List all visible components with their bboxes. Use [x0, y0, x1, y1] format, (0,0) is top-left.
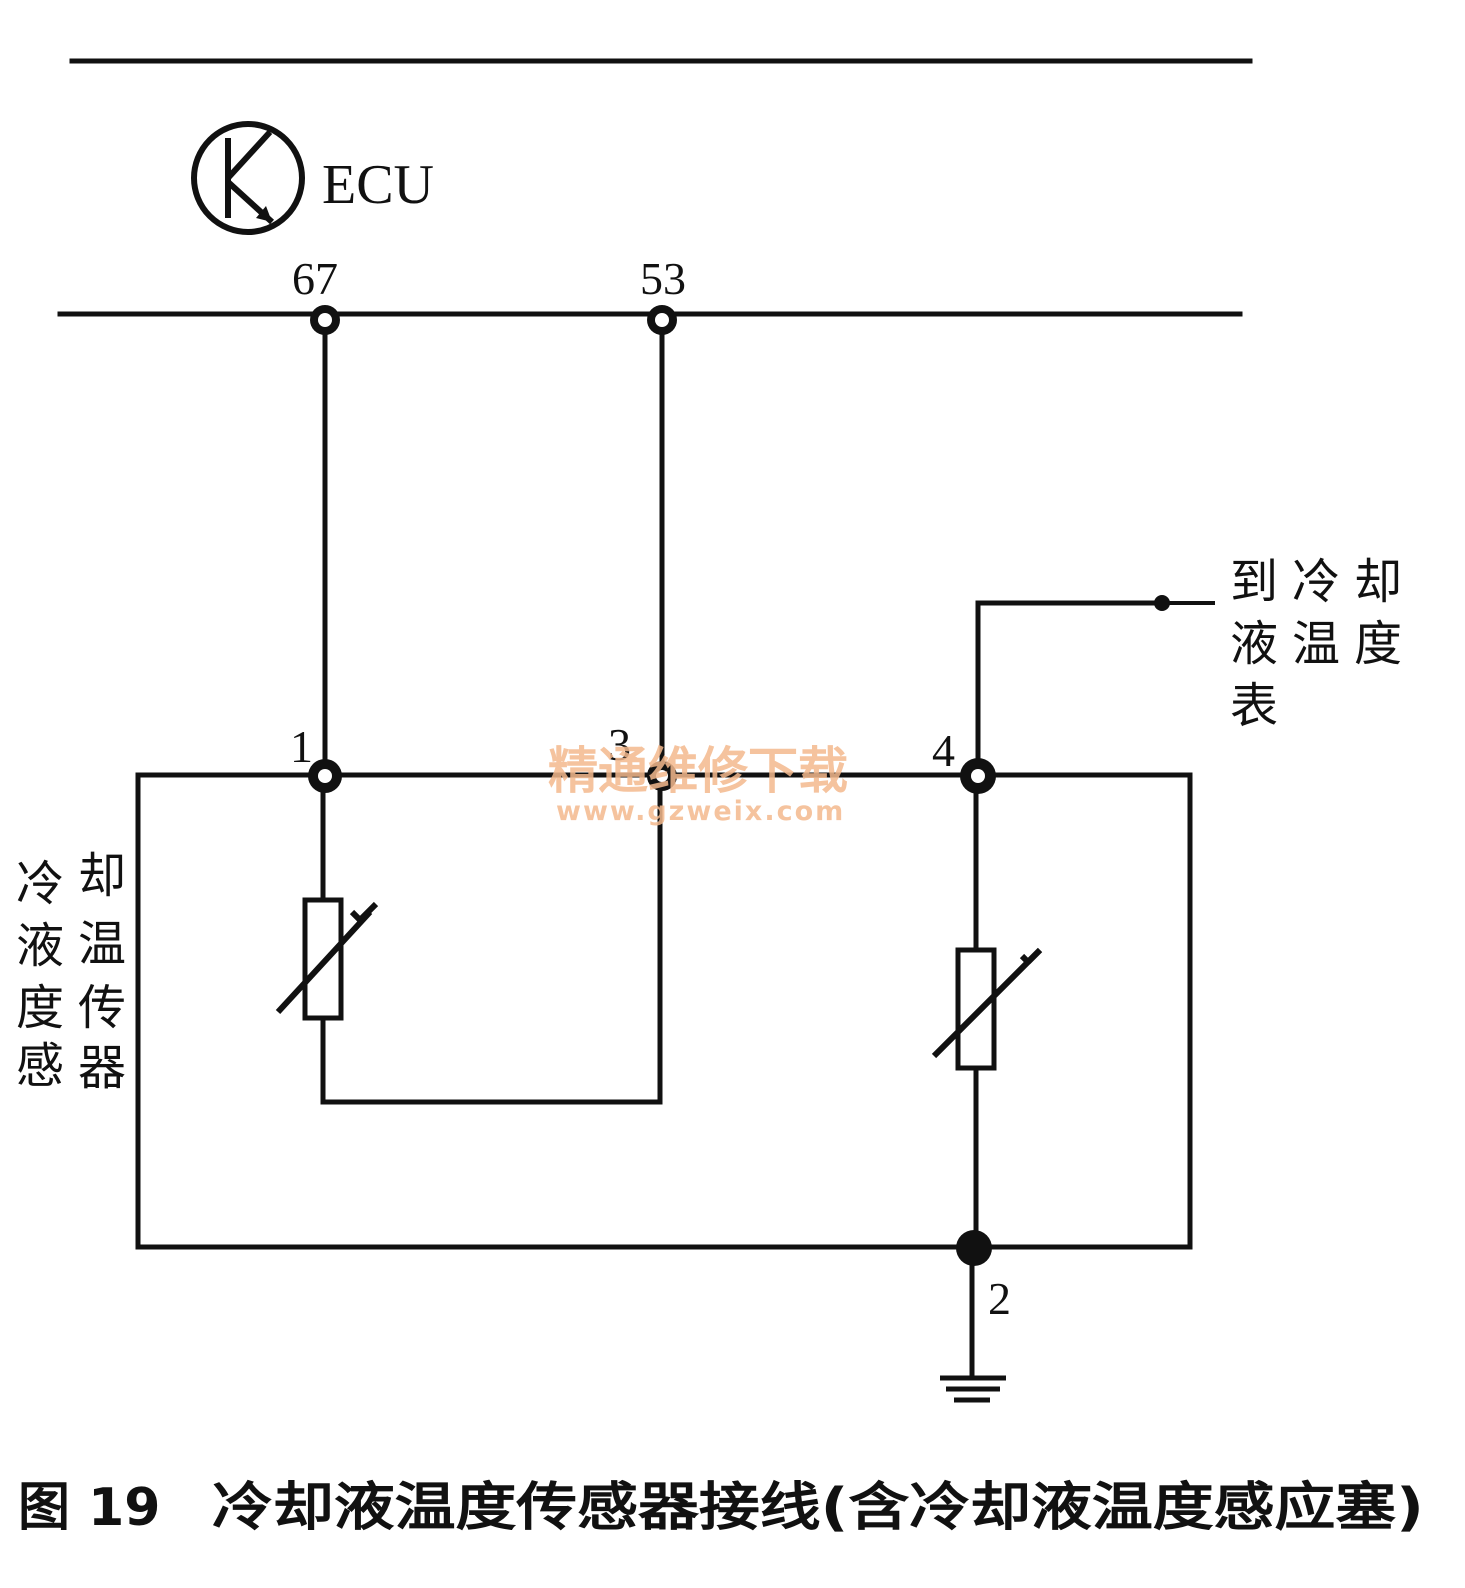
figure-number: 图 19 [18, 1478, 160, 1538]
sensor-label-char: 度 [16, 980, 64, 1036]
sensor-label-char: 传 [78, 980, 126, 1036]
gauge-label: 到冷却 液温度 表 [1230, 554, 1416, 734]
sensor-label: 却 温 传 器 冷 液 度 感 [16, 848, 126, 1096]
thermistor-gauge-sender-icon [931, 947, 1043, 1071]
watermark: 精通维修下载 www.gzweix.com [548, 742, 848, 827]
arrow-to-gauge-icon [1154, 595, 1215, 611]
gauge-label-row: 表 [1230, 678, 1278, 734]
terminal-3-connector [647, 761, 677, 791]
ecu-pin-67-connector [310, 305, 340, 335]
gauge-label-row: 到冷却 [1230, 554, 1416, 610]
terminal-2-label: 2 [988, 1273, 1011, 1324]
terminal-1-label: 1 [290, 721, 313, 772]
terminal-1-connector [308, 759, 342, 793]
ecu-label: ECU [322, 154, 434, 216]
sensor-label-char: 感 [16, 1038, 64, 1094]
watermark-url: www.gzweix.com [556, 796, 845, 827]
ecu-pin-53-connector [647, 305, 677, 335]
wire-4-to-gauge [975, 600, 1163, 763]
terminal-3-label: 3 [608, 719, 631, 770]
transistor-symbol-icon [191, 121, 305, 235]
terminal-4-label: 4 [932, 725, 955, 776]
sensor-label-char: 液 [16, 918, 64, 974]
thermistor-ecu-icon [275, 897, 379, 1021]
ecu-pin-53-label: 53 [640, 253, 686, 304]
sensor-label-char: 冷 [16, 856, 64, 912]
terminal-4-connector [960, 758, 996, 794]
figure-caption: 冷却液温度传感器接线(含冷却液温度感应塞) [212, 1478, 1424, 1538]
ecu-pin-67-label: 67 [292, 253, 338, 304]
watermark-title: 精通维修下载 [548, 742, 848, 800]
gauge-label-row: 液温度 [1230, 616, 1416, 672]
terminal-2-junction [956, 1230, 992, 1266]
sensor-label-char: 却 [78, 848, 126, 904]
sensor-housing [135, 772, 1193, 1250]
sensor-label-char: 温 [78, 916, 126, 972]
ground-icon [940, 1375, 1006, 1403]
wire-thermistor-to-3 [320, 787, 663, 1105]
sensor-label-char: 器 [78, 1040, 126, 1096]
